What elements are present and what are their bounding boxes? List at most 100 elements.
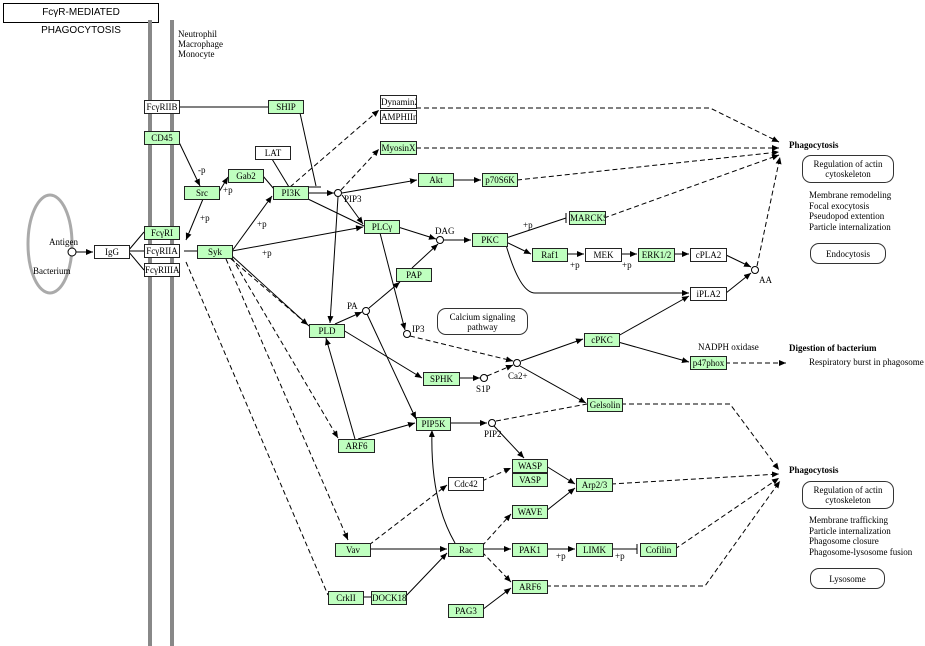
node-crkii[interactable]: CrkII: [328, 591, 364, 605]
pa-label: PA: [347, 301, 358, 311]
phosphorylation-label: +p: [570, 260, 580, 270]
node-fcgriiia[interactable]: FcγRIIIA: [144, 263, 180, 277]
bacterium-label: Bacterium: [33, 266, 71, 276]
node-cpla2[interactable]: cPLA2: [690, 248, 727, 262]
outcome-phagocytosis-list: Membrane remodeling Focal exocytosis Pse…: [809, 190, 891, 232]
node-p70s6k[interactable]: p70S6K: [482, 173, 518, 187]
node-arp23[interactable]: Arp2/3: [576, 478, 613, 492]
phosphorylation-label: +p: [523, 220, 533, 230]
node-pkc[interactable]: PKC: [472, 233, 508, 247]
phosphorylation-label: +p: [556, 551, 566, 561]
aa-node: [751, 266, 759, 274]
node-pld[interactable]: PLD: [309, 324, 345, 338]
cell-type: Monocyte: [178, 49, 215, 59]
outcome-item: Phagosome closure: [809, 536, 879, 546]
pip3-node: [334, 189, 342, 197]
node-lat[interactable]: LAT: [255, 146, 291, 160]
map-endocytosis[interactable]: Endocytosis: [810, 243, 886, 264]
nadph-oxidase-label: NADPH oxidase: [698, 342, 759, 352]
phosphorylation-label: +p: [223, 185, 233, 195]
node-amphiin[interactable]: AMPHIIn: [380, 110, 417, 124]
ip3-label: IP3: [412, 324, 425, 334]
node-marcks[interactable]: MARCKS: [569, 211, 606, 225]
outcome-item: Membrane remodeling: [809, 190, 892, 200]
phosphorylation-label: +p: [622, 260, 632, 270]
node-gelsolin[interactable]: Gelsolin: [587, 398, 623, 412]
outcome-phagocytosis-list: Membrane trafficking Particle internaliz…: [809, 515, 912, 557]
node-src[interactable]: Src: [184, 186, 220, 200]
node-arf6-upper[interactable]: ARF6: [338, 439, 375, 453]
node-fcgri[interactable]: FcγRI: [144, 226, 180, 240]
node-ipla2[interactable]: iPLA2: [690, 287, 727, 301]
node-pag3[interactable]: PAG3: [448, 604, 484, 618]
outcome-item: Focal exocytosis: [809, 200, 870, 211]
outcome-item: Membrane trafficking: [809, 515, 889, 525]
map-regulation-actin-1[interactable]: Regulation of actin cytoskeleton: [802, 155, 894, 183]
outcome-item: Particle internalization: [809, 221, 891, 232]
dag-node: [436, 236, 444, 244]
node-cd45[interactable]: CD45: [144, 131, 180, 145]
node-arf6-lower[interactable]: ARF6: [512, 580, 548, 594]
node-fcgriia[interactable]: FcγRIIA: [144, 244, 180, 258]
node-fcgriib[interactable]: FcγRIIB: [144, 100, 180, 114]
node-pi3k[interactable]: PI3K: [273, 186, 309, 200]
node-sphk[interactable]: SPHK: [423, 372, 460, 386]
map-calcium-signaling[interactable]: Calcium signaling pathway: [437, 308, 528, 335]
node-pip5k[interactable]: PIP5K: [416, 417, 451, 431]
phosphorylation-label: +p: [262, 248, 272, 258]
node-mek[interactable]: MEK: [585, 248, 622, 262]
cell-type: Macrophage: [178, 39, 223, 49]
node-myosinx[interactable]: MyosinX: [380, 141, 417, 155]
node-erk[interactable]: ERK1/2: [638, 248, 675, 262]
dag-label: DAG: [435, 226, 455, 236]
s1p-node: [480, 374, 488, 382]
pa-node: [362, 307, 370, 315]
node-rac[interactable]: Rac: [448, 543, 484, 557]
node-plcg[interactable]: PLCγ: [364, 220, 400, 234]
cell-type: Neutrophil: [178, 29, 217, 39]
pathway-title: FcγR-MEDIATED PHAGOCYTOSIS: [3, 3, 159, 36]
node-cdc42[interactable]: Cdc42: [448, 477, 484, 491]
phosphorylation-label: +p: [257, 219, 267, 229]
map-regulation-actin-2[interactable]: Regulation of actin cytoskeleton: [802, 481, 894, 509]
node-ship[interactable]: SHIP: [268, 100, 304, 114]
node-p47phox[interactable]: p47phox: [690, 356, 727, 370]
node-vav[interactable]: Vav: [335, 543, 371, 557]
outcome-item: Pseudopod extention: [809, 211, 885, 221]
node-dock180[interactable]: DOCK180: [371, 591, 407, 605]
node-cpkc[interactable]: cPKC: [584, 333, 620, 347]
node-syk[interactable]: Syk: [197, 245, 233, 259]
pip2-node: [488, 419, 496, 427]
node-dynamin2[interactable]: Dynamin2: [380, 95, 417, 109]
s1p-label: S1P: [476, 384, 491, 394]
outcome-digestion-title: Digestion of bacterium: [789, 343, 877, 353]
ca-label: Ca2+: [508, 371, 528, 381]
pip2-label: PIP2: [484, 429, 502, 439]
antigen-node: [67, 247, 77, 257]
node-raf1[interactable]: Raf1: [532, 248, 568, 262]
ip3-node: [403, 330, 411, 338]
outcome-phagocytosis-title: Phagocytosis: [789, 140, 839, 150]
node-igg[interactable]: IgG: [94, 245, 130, 259]
outcome-item: Phagosome-lysosome fusion: [809, 546, 913, 557]
node-pap[interactable]: PAP: [396, 268, 432, 282]
outcome-phagocytosis-title: Phagocytosis: [789, 465, 839, 475]
cell-type-list: Neutrophil Macrophage Monocyte: [178, 29, 223, 59]
antigen-label: Antigen: [49, 237, 78, 247]
pip3-label: PIP3: [344, 194, 362, 204]
node-vasp[interactable]: VASP: [512, 473, 548, 487]
node-akt[interactable]: Akt: [418, 173, 454, 187]
node-pak1[interactable]: PAK1: [512, 543, 548, 557]
aa-label: AA: [759, 275, 772, 285]
node-wasp[interactable]: WASP: [512, 459, 548, 473]
node-cofilin[interactable]: Cofilin: [640, 543, 677, 557]
node-wave[interactable]: WAVE: [512, 505, 548, 519]
node-limk[interactable]: LIMK: [576, 543, 613, 557]
outcome-item: Respiratory burst in phagosome: [809, 357, 924, 367]
dephosphorylation-label: -p: [198, 165, 206, 175]
map-lysosome[interactable]: Lysosome: [810, 568, 885, 589]
node-gab2[interactable]: Gab2: [228, 169, 264, 183]
phosphorylation-label: +p: [615, 551, 625, 561]
